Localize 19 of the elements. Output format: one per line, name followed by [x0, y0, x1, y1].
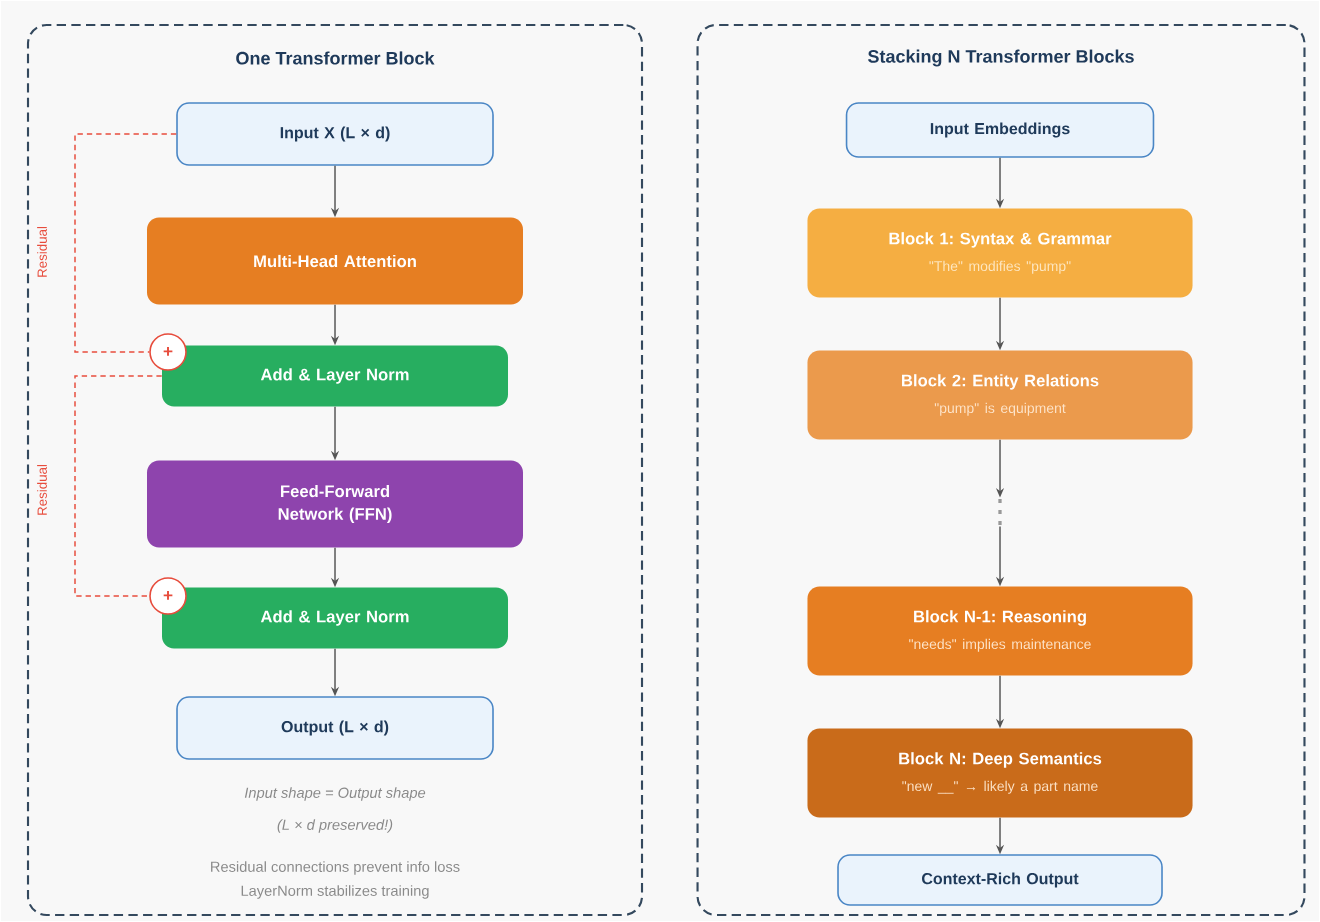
attention-box: Multi-Head Attention — [147, 217, 523, 305]
edge-label: Residual — [37, 464, 47, 515]
ellipsis: ⋮ — [998, 499, 1002, 525]
output-box: Context-Rich Output — [837, 854, 1163, 906]
input-box: Input X (L × d) — [176, 102, 494, 166]
output-box: Output (L × d) — [176, 696, 494, 760]
edge-label: Residual — [37, 226, 47, 277]
block-box: Block N-1: Reasoning "needs" implies maintenance — [807, 586, 1193, 676]
block-box: Block 1: Syntax & Grammar "The" modifies "pump" — [807, 208, 1193, 298]
panel-title: One Transformer Block — [236, 51, 435, 65]
panel-title: Stacking N Transformer Blocks — [868, 49, 1134, 67]
block-box: Block 2: Entity Relations "pump" is equipment — [807, 350, 1193, 440]
input-box: Input Embeddings — [845, 102, 1155, 158]
block-box: Block N: Deep Semantics "new __" → likely a part name — [807, 728, 1193, 818]
note-text: (L × d preserved!) — [277, 819, 393, 833]
note-text: Residual connections prevent info loss — [211, 861, 460, 875]
note-text: LayerNorm stabilizes training — [241, 885, 429, 899]
ffn-box: Feed-Forward Network (FFN) — [147, 460, 523, 548]
note-text: Input shape = Output shape — [244, 787, 426, 801]
